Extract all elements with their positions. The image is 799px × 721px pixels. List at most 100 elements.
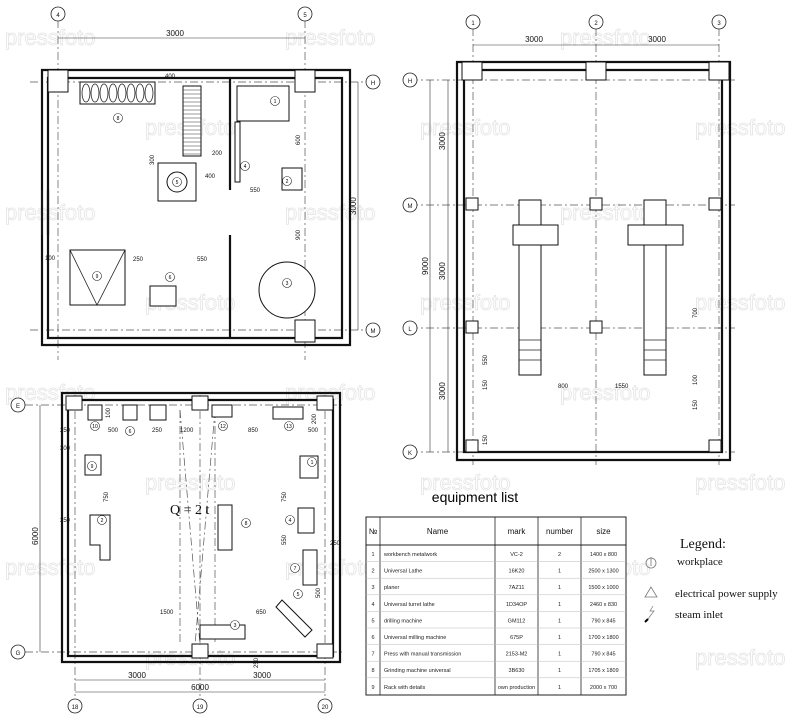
- legend: Legend: workplace electrical power suppl…: [644, 537, 778, 623]
- equipment-marker-number: 4: [289, 518, 292, 524]
- steam-icon: [644, 605, 655, 623]
- table-cell-size: 1500 x 1000: [588, 585, 618, 591]
- axis-label: H: [371, 81, 375, 87]
- dim: 250: [133, 257, 144, 263]
- equipment-marker: [90, 421, 100, 431]
- axis-label: H: [408, 79, 412, 85]
- axis-bubble: [317, 698, 333, 714]
- table-cell-number: 1: [558, 652, 561, 658]
- plan-top-left: 3000 400 200 400 550 600 900 300 3000 10…: [30, 20, 370, 360]
- axis-bubble: [402, 197, 418, 213]
- dim: 900: [296, 229, 302, 240]
- table-cell-name: Press with manual transmission: [384, 652, 461, 658]
- equipment-marker-number: 1: [311, 460, 314, 466]
- table-cell-name: planer: [384, 585, 399, 591]
- table-cell-no: 1: [371, 552, 374, 558]
- watermark: pressfoto: [5, 555, 96, 580]
- dim: 250: [330, 541, 341, 547]
- dim: 6000: [191, 683, 209, 692]
- equipment-marker-number: 8: [117, 116, 120, 122]
- dim: 1500: [160, 610, 174, 616]
- equipment-marker-number: 6: [129, 429, 132, 435]
- watermark: pressfoto: [695, 645, 786, 670]
- dim: 750: [104, 491, 110, 502]
- dim: 100: [693, 374, 699, 385]
- watermark: pressfoto: [5, 200, 96, 225]
- axis-label: M: [408, 204, 413, 210]
- axis-label: 1: [471, 21, 475, 27]
- dim: 9000: [421, 257, 430, 275]
- equipment-marker-number: 2: [101, 518, 104, 524]
- dim: 3000: [253, 671, 271, 680]
- plan-right: 3000 3000 3000 9000 3000 3000 550 150 80…: [410, 28, 735, 465]
- table-cell-number: 1: [558, 685, 561, 691]
- table-cell-no: 3: [371, 585, 374, 591]
- equipment-marker: [241, 518, 251, 528]
- axis-label: 20: [322, 705, 329, 711]
- equipment-marker: [113, 113, 123, 123]
- equipment-marker: [165, 272, 175, 282]
- dim: 250: [254, 657, 260, 668]
- watermark: pressfoto: [145, 470, 236, 495]
- dim: 800: [558, 384, 569, 390]
- watermark: pressfoto: [695, 470, 786, 495]
- table-cell-name: Rack with details: [384, 685, 426, 691]
- equipment-marker-number: 9: [91, 464, 94, 470]
- dim: 700: [693, 307, 699, 318]
- equipment-marker: [87, 461, 97, 471]
- axis-label: 4: [56, 13, 60, 19]
- equipment-marker-number: 5: [297, 592, 300, 598]
- equipment-marker: [307, 457, 317, 467]
- table-cell-mark: own production: [498, 685, 535, 691]
- axis-label: 3: [717, 21, 721, 27]
- table-cell-no: 2: [371, 569, 374, 575]
- dim: 550: [282, 534, 288, 545]
- table-cell-no: 7: [371, 652, 374, 658]
- equipment-marker-number: 3: [234, 623, 237, 629]
- table-cell-size: 1400 x 800: [590, 552, 617, 558]
- workplace-icon: [645, 557, 657, 569]
- table-cell-no: 8: [371, 668, 374, 674]
- table-cell-mark: 3B630: [509, 668, 525, 674]
- watermark: pressfoto: [285, 555, 376, 580]
- table-cell-no: 5: [371, 618, 374, 624]
- axis-bubble: [711, 14, 727, 30]
- dim: 100: [45, 256, 56, 262]
- dim: 750: [282, 491, 288, 502]
- axis-label: K: [408, 451, 412, 457]
- dim: 600: [296, 134, 302, 145]
- dim: 250: [152, 428, 163, 434]
- axis-label: 5: [303, 13, 307, 19]
- table-cell-size: 1705 x 1809: [588, 668, 618, 674]
- equipment-marker-number: 8: [245, 521, 248, 527]
- table-header: Name: [427, 527, 449, 536]
- table-cell-name: Universal Lathe: [384, 569, 422, 575]
- table-cell-mark: 1D34OP: [506, 602, 527, 608]
- dim: 250: [60, 428, 71, 434]
- watermark: pressfoto: [285, 25, 376, 50]
- watermark: pressfoto: [695, 115, 786, 140]
- dim: 3000: [438, 262, 447, 280]
- dim: 150: [483, 379, 489, 390]
- watermark: pressfoto: [560, 25, 651, 50]
- table-cell-size: 2500 x 1300: [588, 569, 618, 575]
- dim: 650: [256, 610, 267, 616]
- axis-label: L: [408, 327, 412, 333]
- table-cell-number: 1: [558, 635, 561, 641]
- table-cell-mark: VC-2: [510, 552, 523, 558]
- equipment-marker-number: 5: [176, 180, 179, 186]
- equipment-list-title: equipment list: [432, 489, 518, 505]
- table-cell-name: Grinding machine universal: [384, 668, 451, 674]
- dim: 550: [250, 188, 261, 194]
- equipment-marker: [270, 96, 280, 106]
- table-cell-mark: 7AZ11: [509, 585, 525, 591]
- dim: 850: [248, 428, 259, 434]
- dim: 1200: [180, 428, 194, 434]
- dim: 6000: [31, 527, 40, 545]
